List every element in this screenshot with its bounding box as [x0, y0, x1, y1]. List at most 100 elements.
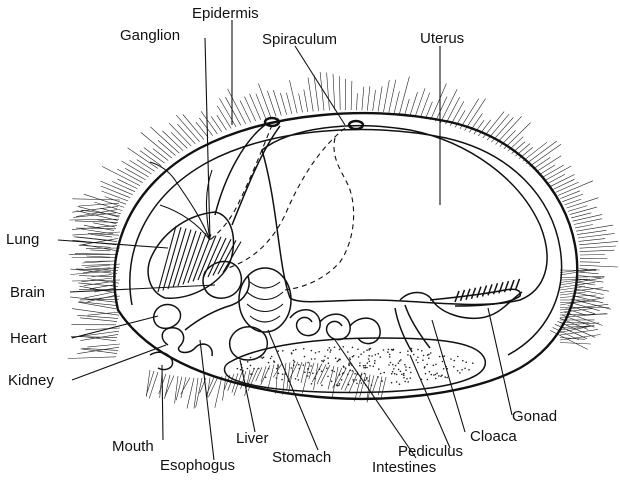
stipple-dot: [441, 374, 443, 377]
stipple-dot: [465, 361, 468, 364]
seta-hair: [143, 147, 165, 164]
spiraculum-opening-right: [347, 119, 365, 131]
seta-hair: [186, 377, 195, 409]
label-pediculus: Pediculus: [398, 443, 463, 460]
lung-hatch-stroke: [212, 238, 232, 276]
label-stomach: Stomach: [272, 449, 331, 466]
seta-hair: [239, 100, 251, 123]
seta-hair: [76, 236, 112, 241]
stipple-dot: [360, 353, 362, 356]
seta-hair: [86, 255, 118, 258]
label-heart: Heart: [10, 330, 48, 347]
seta-hair: [559, 286, 586, 291]
seta-hair: [569, 301, 600, 311]
stipple-dot: [329, 351, 332, 353]
seta-hair: [145, 370, 155, 396]
stipple-dot: [356, 382, 358, 385]
stipple-dot: [387, 348, 390, 351]
seta-hair: [559, 297, 605, 306]
seta-hair: [430, 83, 447, 121]
stipple-dot: [403, 376, 405, 379]
seta-hair: [214, 376, 223, 408]
seta-hair: [70, 268, 118, 274]
seta-hair: [575, 224, 593, 229]
stipple-dot: [397, 368, 400, 371]
seta-hair: [136, 159, 155, 172]
stipple-dot: [394, 364, 397, 367]
stipple-dot: [457, 355, 459, 358]
stipple-dot: [417, 361, 419, 364]
seta-hair: [579, 241, 619, 246]
stipple-dot: [351, 355, 354, 358]
stipple-dot: [277, 366, 280, 368]
seta-hair: [559, 304, 609, 311]
seta-hair: [216, 115, 227, 131]
seta-hair: [104, 196, 127, 205]
seta-hair: [162, 130, 184, 151]
seta-hair: [74, 220, 119, 223]
stipple-dot: [401, 373, 403, 376]
seta-hair: [579, 249, 615, 252]
stipple-dot: [297, 379, 300, 381]
seta-hair: [302, 362, 311, 394]
seta-hair: [572, 295, 604, 304]
seta-hair: [574, 288, 604, 295]
seta-hair: [200, 111, 218, 134]
stipple-dot: [327, 357, 329, 359]
stipple-dot: [362, 365, 365, 367]
stipple-dot: [333, 370, 336, 373]
stipple-dot: [339, 358, 341, 361]
seta-hair: [87, 343, 121, 348]
stipple-dot: [368, 349, 371, 351]
stipple-dot: [453, 359, 456, 362]
seta-hair: [566, 197, 599, 209]
seta-hair: [303, 89, 309, 112]
seta-hair: [313, 363, 319, 390]
seta-hair: [112, 181, 136, 192]
stipple-dot: [428, 370, 431, 373]
seta-hair: [247, 368, 255, 385]
label-brain: Brain: [10, 284, 45, 301]
seta-hair: [168, 122, 192, 147]
seta-hair: [249, 93, 261, 120]
seta-hair: [579, 268, 600, 271]
seta-hair: [571, 212, 592, 219]
label-gonad: Gonad: [512, 408, 557, 425]
seta-hair: [563, 311, 603, 326]
seta-hair: [78, 282, 119, 287]
seta-hair: [393, 91, 400, 114]
stomach-organ: [238, 267, 292, 333]
stipple-dot: [318, 351, 320, 353]
stipple-dot: [367, 380, 370, 382]
stipple-dot: [330, 380, 333, 383]
stipple-dot: [258, 367, 260, 370]
seta-hair: [340, 369, 351, 390]
stipple-dot: [377, 352, 380, 355]
stipple-dot: [390, 381, 393, 384]
seta-hair: [559, 325, 595, 333]
stipple-dot: [434, 373, 437, 376]
stipple-dot: [428, 357, 430, 360]
stipple-dot: [298, 363, 300, 366]
stipple-dot: [360, 382, 363, 384]
label-uterus: Uterus: [420, 30, 464, 47]
stipple-dot: [292, 349, 295, 352]
stipple-dot: [250, 373, 252, 376]
seta-hair: [473, 120, 485, 135]
seta-hair: [180, 377, 191, 395]
stipple-dot: [409, 377, 412, 379]
seta-hair: [440, 89, 458, 123]
stipple-dot: [308, 371, 311, 374]
seta-hair: [85, 327, 121, 331]
spiraculum-duct-dashed-2: [209, 124, 273, 241]
seta-hair: [87, 311, 121, 316]
stipple-dot: [441, 360, 444, 363]
stipple-dot: [264, 376, 267, 379]
stipple-dot: [398, 360, 401, 362]
seta-hair: [139, 150, 162, 167]
seta-hair: [90, 234, 113, 238]
seta-hair: [273, 89, 282, 116]
stipple-dot: [456, 370, 459, 372]
stipple-dot: [292, 359, 295, 362]
stipple-dot: [417, 348, 419, 351]
